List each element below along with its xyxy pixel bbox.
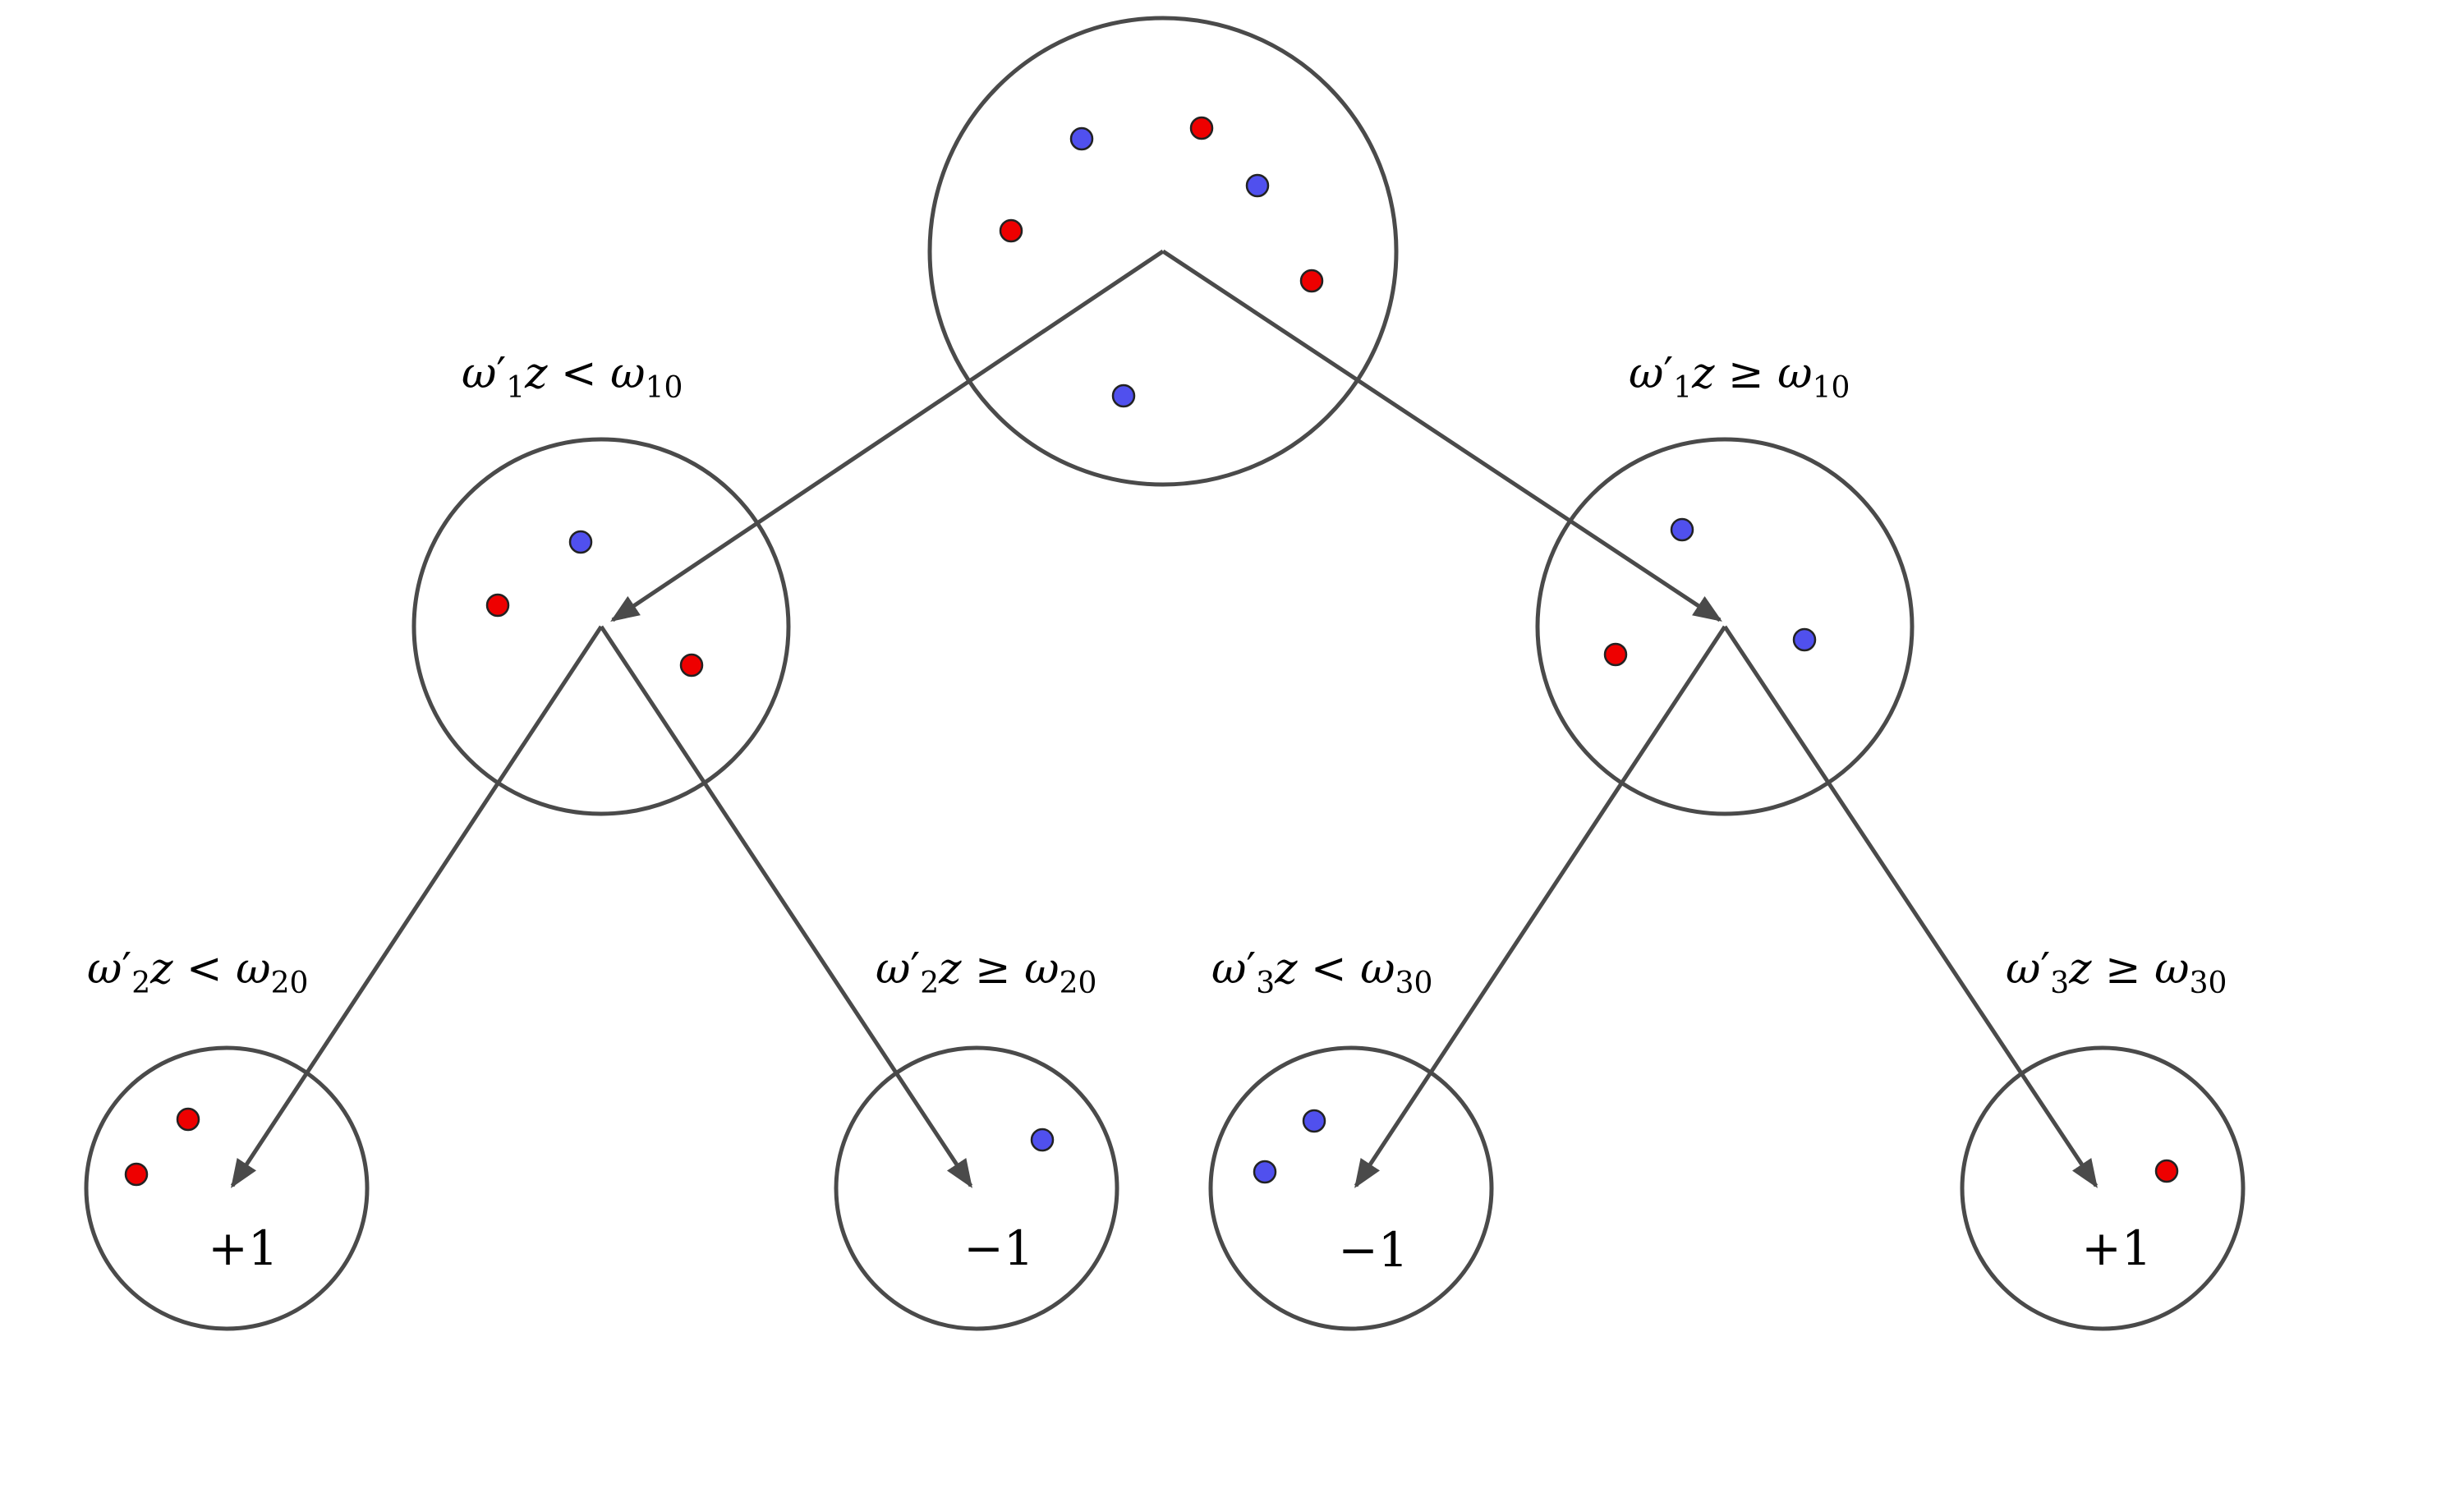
blue-point [568,530,593,554]
condition-root-left: ω′1z < ω10 [462,349,683,405]
leaf4-label: +1 [2081,1220,2152,1276]
edge-root-to-right [1161,249,1722,622]
blue-point [1030,1128,1055,1152]
edge-left-to-leaf1 [230,625,604,1188]
root-node [927,16,1399,487]
blue-point [1792,627,1817,652]
red-point [1189,116,1214,140]
edge-right-to-leaf4 [1722,625,2099,1188]
leaf-node-1 [84,1045,370,1331]
right-internal-node [1535,437,1915,816]
edge-root-to-left [610,249,1165,622]
edge-right-to-leaf3 [1354,625,1727,1188]
blue-point [1302,1109,1326,1133]
red-point [485,593,510,618]
red-point [1299,269,1324,293]
leaf1-points [124,1107,200,1187]
leaf3-points [1253,1109,1326,1184]
red-point [679,653,704,678]
red-point [124,1162,149,1187]
leaf-node-3 [1208,1045,1494,1331]
right-node-points [1603,517,1817,667]
red-point [1603,642,1628,667]
condition-left-right: ω′2z ≥ ω20 [876,944,1096,1000]
leaf1-label: +1 [208,1220,278,1276]
leaf-node-2 [834,1045,1119,1331]
leaf-node-4 [1960,1045,2246,1331]
leaf4-points [2154,1159,2179,1183]
blue-point [1069,126,1094,151]
blue-point [1245,173,1270,198]
condition-root-right: ω′1z ≥ ω10 [1629,349,1850,405]
leaf2-label: −1 [963,1220,1034,1276]
root-points [999,116,1324,408]
left-node-points [485,530,704,678]
edge-left-to-leaf2 [599,625,973,1188]
left-internal-node [411,437,791,816]
red-point [999,218,1023,243]
blue-point [1111,384,1136,408]
blue-point [1670,517,1694,542]
condition-right-right: ω′3z ≥ ω30 [2006,944,2227,1000]
red-point [2154,1159,2179,1183]
condition-left-left: ω′2z < ω20 [87,944,308,1000]
blue-point [1253,1160,1277,1184]
condition-right-left: ω′3z < ω30 [1211,944,1432,1000]
red-point [176,1107,200,1132]
leaf2-points [1030,1128,1055,1152]
leaf3-label: −1 [1338,1222,1409,1278]
